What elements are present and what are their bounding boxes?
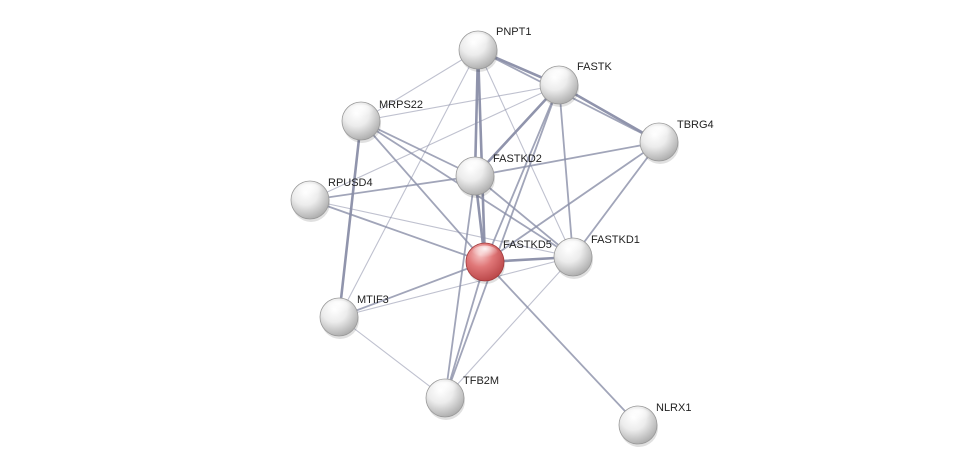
- node-highlight: [296, 183, 324, 200]
- edge-fastkd1-mtif3: [338, 256, 574, 318]
- edge-fastkd2-tfb2m: [444, 175, 476, 399]
- edge-rpusd4-fastkd5: [309, 199, 486, 263]
- node-pnpt1[interactable]: PNPT1: [458, 26, 531, 72]
- node-highlight: [471, 245, 499, 262]
- node-highlight: [559, 240, 587, 257]
- edge-pnpt1-mtif3: [338, 49, 479, 318]
- edge-pnpt1-mrps22: [360, 49, 479, 122]
- node-mrps22[interactable]: MRPS22: [341, 99, 423, 143]
- edge-mrps22-mtif3: [337, 119, 363, 319]
- edge-fastk-mrps22: [360, 84, 560, 122]
- edge-fastk-fastkd1: [558, 84, 574, 258]
- node-label-mtif3: MTIF3: [357, 294, 389, 306]
- node-label-tfb2m: TFB2M: [463, 375, 499, 387]
- node-fastkd1[interactable]: FASTKD1: [553, 234, 640, 279]
- edge-fastkd2-fastkd1: [474, 175, 574, 258]
- node-label-fastk: FASTK: [577, 61, 613, 73]
- edge-tbrg4-fastkd5: [484, 141, 660, 263]
- edge-fastk-fastkd5: [484, 84, 560, 263]
- edge-mrps22-fastkd5: [360, 120, 486, 263]
- node-tfb2m[interactable]: TFB2M: [425, 375, 499, 420]
- node-label-pnpt1: PNPT1: [496, 26, 531, 38]
- edge-tbrg4-fastkd1: [572, 141, 660, 258]
- node-label-fastkd1: FASTKD1: [591, 234, 640, 246]
- edge-fastk-rpusd4: [309, 84, 560, 201]
- node-highlight: [461, 159, 489, 176]
- node-highlight: [431, 381, 459, 398]
- edge-layer: [309, 48, 661, 426]
- node-highlight: [645, 125, 673, 142]
- edge-rpusd4-fastkd1: [309, 199, 574, 258]
- edge-mtif3-tfb2m: [338, 316, 446, 399]
- node-rpusd4[interactable]: RPUSD4: [290, 177, 373, 222]
- node-label-rpusd4: RPUSD4: [328, 177, 373, 189]
- node-highlight: [545, 68, 573, 85]
- node-label-nlrx1: NLRX1: [656, 402, 691, 414]
- edge-pnpt1-fastkd1: [477, 49, 574, 258]
- edge-fastk-fastkd2: [473, 83, 561, 178]
- node-highlight: [624, 408, 652, 425]
- edge-rpusd4-fastkd2: [309, 175, 476, 201]
- node-tbrg4[interactable]: TBRG4: [639, 119, 714, 164]
- node-fastkd5[interactable]: FASTKD5: [465, 239, 552, 284]
- node-fastkd2[interactable]: FASTKD2: [455, 153, 542, 198]
- node-mtif3[interactable]: MTIF3: [319, 294, 389, 339]
- node-label-fastkd5: FASTKD5: [503, 239, 552, 251]
- edge-tbrg4-fastkd2: [474, 141, 660, 177]
- edge-fastkd5-mtif3: [338, 261, 486, 318]
- node-label-tbrg4: TBRG4: [677, 119, 714, 131]
- edge-fastkd1-tfb2m: [444, 256, 574, 399]
- node-highlight: [464, 33, 492, 50]
- edge-fastkd5-nlrx1: [484, 261, 639, 426]
- node-highlight: [347, 104, 375, 121]
- node-highlight: [325, 300, 353, 317]
- node-nlrx1[interactable]: NLRX1: [618, 402, 691, 447]
- edge-mrps22-fastkd2: [360, 120, 476, 177]
- node-label-mrps22: MRPS22: [379, 99, 423, 111]
- edge-fastkd5-tfb2m: [444, 261, 486, 399]
- node-label-fastkd2: FASTKD2: [493, 153, 542, 165]
- node-fastk[interactable]: FASTK: [539, 61, 613, 107]
- edge-pnpt1-fastkd5: [476, 48, 487, 264]
